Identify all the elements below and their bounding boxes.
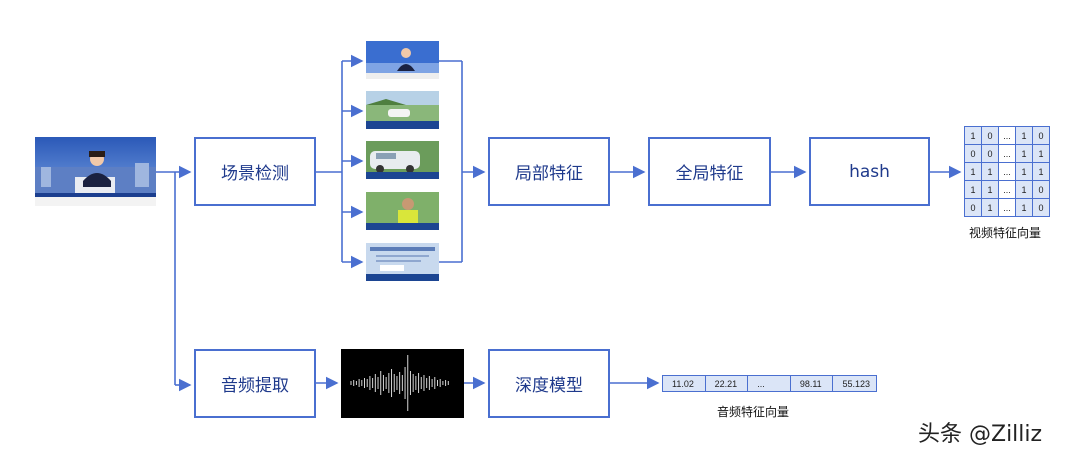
source-video-frame xyxy=(35,137,156,206)
audio-vector-caption: 音频特征向量 xyxy=(717,405,790,419)
audio-waveform xyxy=(341,349,464,418)
matrix-cell: 1 xyxy=(981,198,999,217)
audio-vector-cell: 11.02 xyxy=(663,376,706,391)
watermark: 头条 @Zilliz xyxy=(918,422,1043,447)
global-features-box: 全局特征 xyxy=(648,137,771,206)
local-features-box: 局部特征 xyxy=(488,137,610,206)
audio-vector-cell: 98.11 xyxy=(790,376,834,391)
matrix-cell: 0 xyxy=(964,144,982,163)
matrix-cell: 1 xyxy=(981,162,999,181)
audio-vector-cell: 55.123 xyxy=(833,376,877,391)
matrix-cell: 0 xyxy=(1032,126,1050,145)
matrix-cell: 1 xyxy=(964,126,982,145)
matrix-cell: 1 xyxy=(1032,162,1050,181)
matrix-cell: 0 xyxy=(1032,198,1050,217)
keyframe-4 xyxy=(366,192,439,230)
matrix-cell: ... xyxy=(998,198,1016,217)
matrix-cell: ... xyxy=(998,126,1016,145)
matrix-cell: 1 xyxy=(1015,198,1033,217)
matrix-cell: 1 xyxy=(1015,180,1033,199)
matrix-cell: ... xyxy=(998,180,1016,199)
audio-extraction-box: 音频提取 xyxy=(194,349,316,418)
keyframe-3 xyxy=(366,141,439,179)
matrix-cell: 0 xyxy=(964,198,982,217)
matrix-cell: 0 xyxy=(981,144,999,163)
scene-detection-box: 场景检测 xyxy=(194,137,316,206)
keyframe-1 xyxy=(366,41,439,79)
matrix-cell: 1 xyxy=(1032,144,1050,163)
matrix-cell: 1 xyxy=(981,180,999,199)
matrix-cell: 0 xyxy=(981,126,999,145)
matrix-cell: 1 xyxy=(1015,126,1033,145)
matrix-cell: 1 xyxy=(1015,162,1033,181)
matrix-cell: ... xyxy=(998,144,1016,163)
deep-model-box: 深度模型 xyxy=(488,349,610,418)
keyframe-5 xyxy=(366,243,439,281)
matrix-cell: 1 xyxy=(964,162,982,181)
matrix-cell: 0 xyxy=(1032,180,1050,199)
matrix-cell: ... xyxy=(998,162,1016,181)
hash-box: hash xyxy=(809,137,930,206)
audio-vector-cell: ... xyxy=(748,376,791,391)
keyframe-2 xyxy=(366,91,439,129)
audio-vector-cell: 22.21 xyxy=(705,376,749,391)
matrix-cell: 1 xyxy=(964,180,982,199)
matrix-cell: 1 xyxy=(1015,144,1033,163)
video-vector-caption: 视频特征向量 xyxy=(969,226,1042,240)
